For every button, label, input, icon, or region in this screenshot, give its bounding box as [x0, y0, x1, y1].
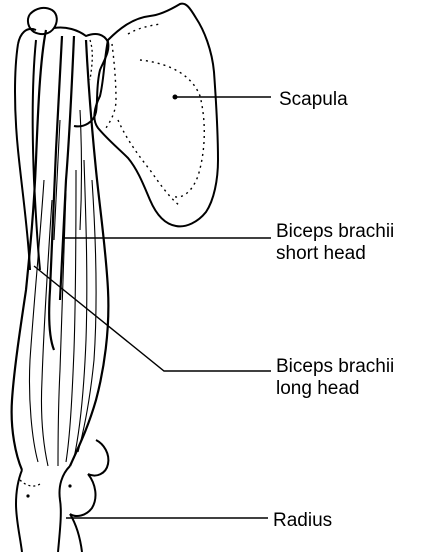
label-biceps-long-head-line1: Biceps brachii [276, 356, 395, 377]
leader-line-long-head [33, 265, 271, 372]
label-biceps-long-head-line2: long head [276, 378, 360, 399]
label-radius-text: Radius [273, 510, 333, 531]
label-radius: Radius [273, 510, 332, 532]
muscle-fibers [28, 109, 97, 467]
label-biceps-long-head: Biceps brachii long head [276, 356, 394, 400]
label-biceps-short-head: Biceps brachii short head [276, 221, 394, 265]
forearm-bones [15, 439, 110, 552]
leader-lines [33, 96, 271, 519]
humerus-head [17, 6, 110, 128]
label-biceps-short-head-line1: Biceps brachii [276, 221, 395, 242]
scapula-bone [93, 2, 219, 228]
label-scapula: Scapula [279, 89, 348, 111]
biceps-short-head [48, 35, 76, 351]
biceps-long-head [10, 29, 110, 471]
label-biceps-short-head-line2: short head [276, 243, 366, 264]
label-scapula-text: Scapula [279, 89, 348, 110]
